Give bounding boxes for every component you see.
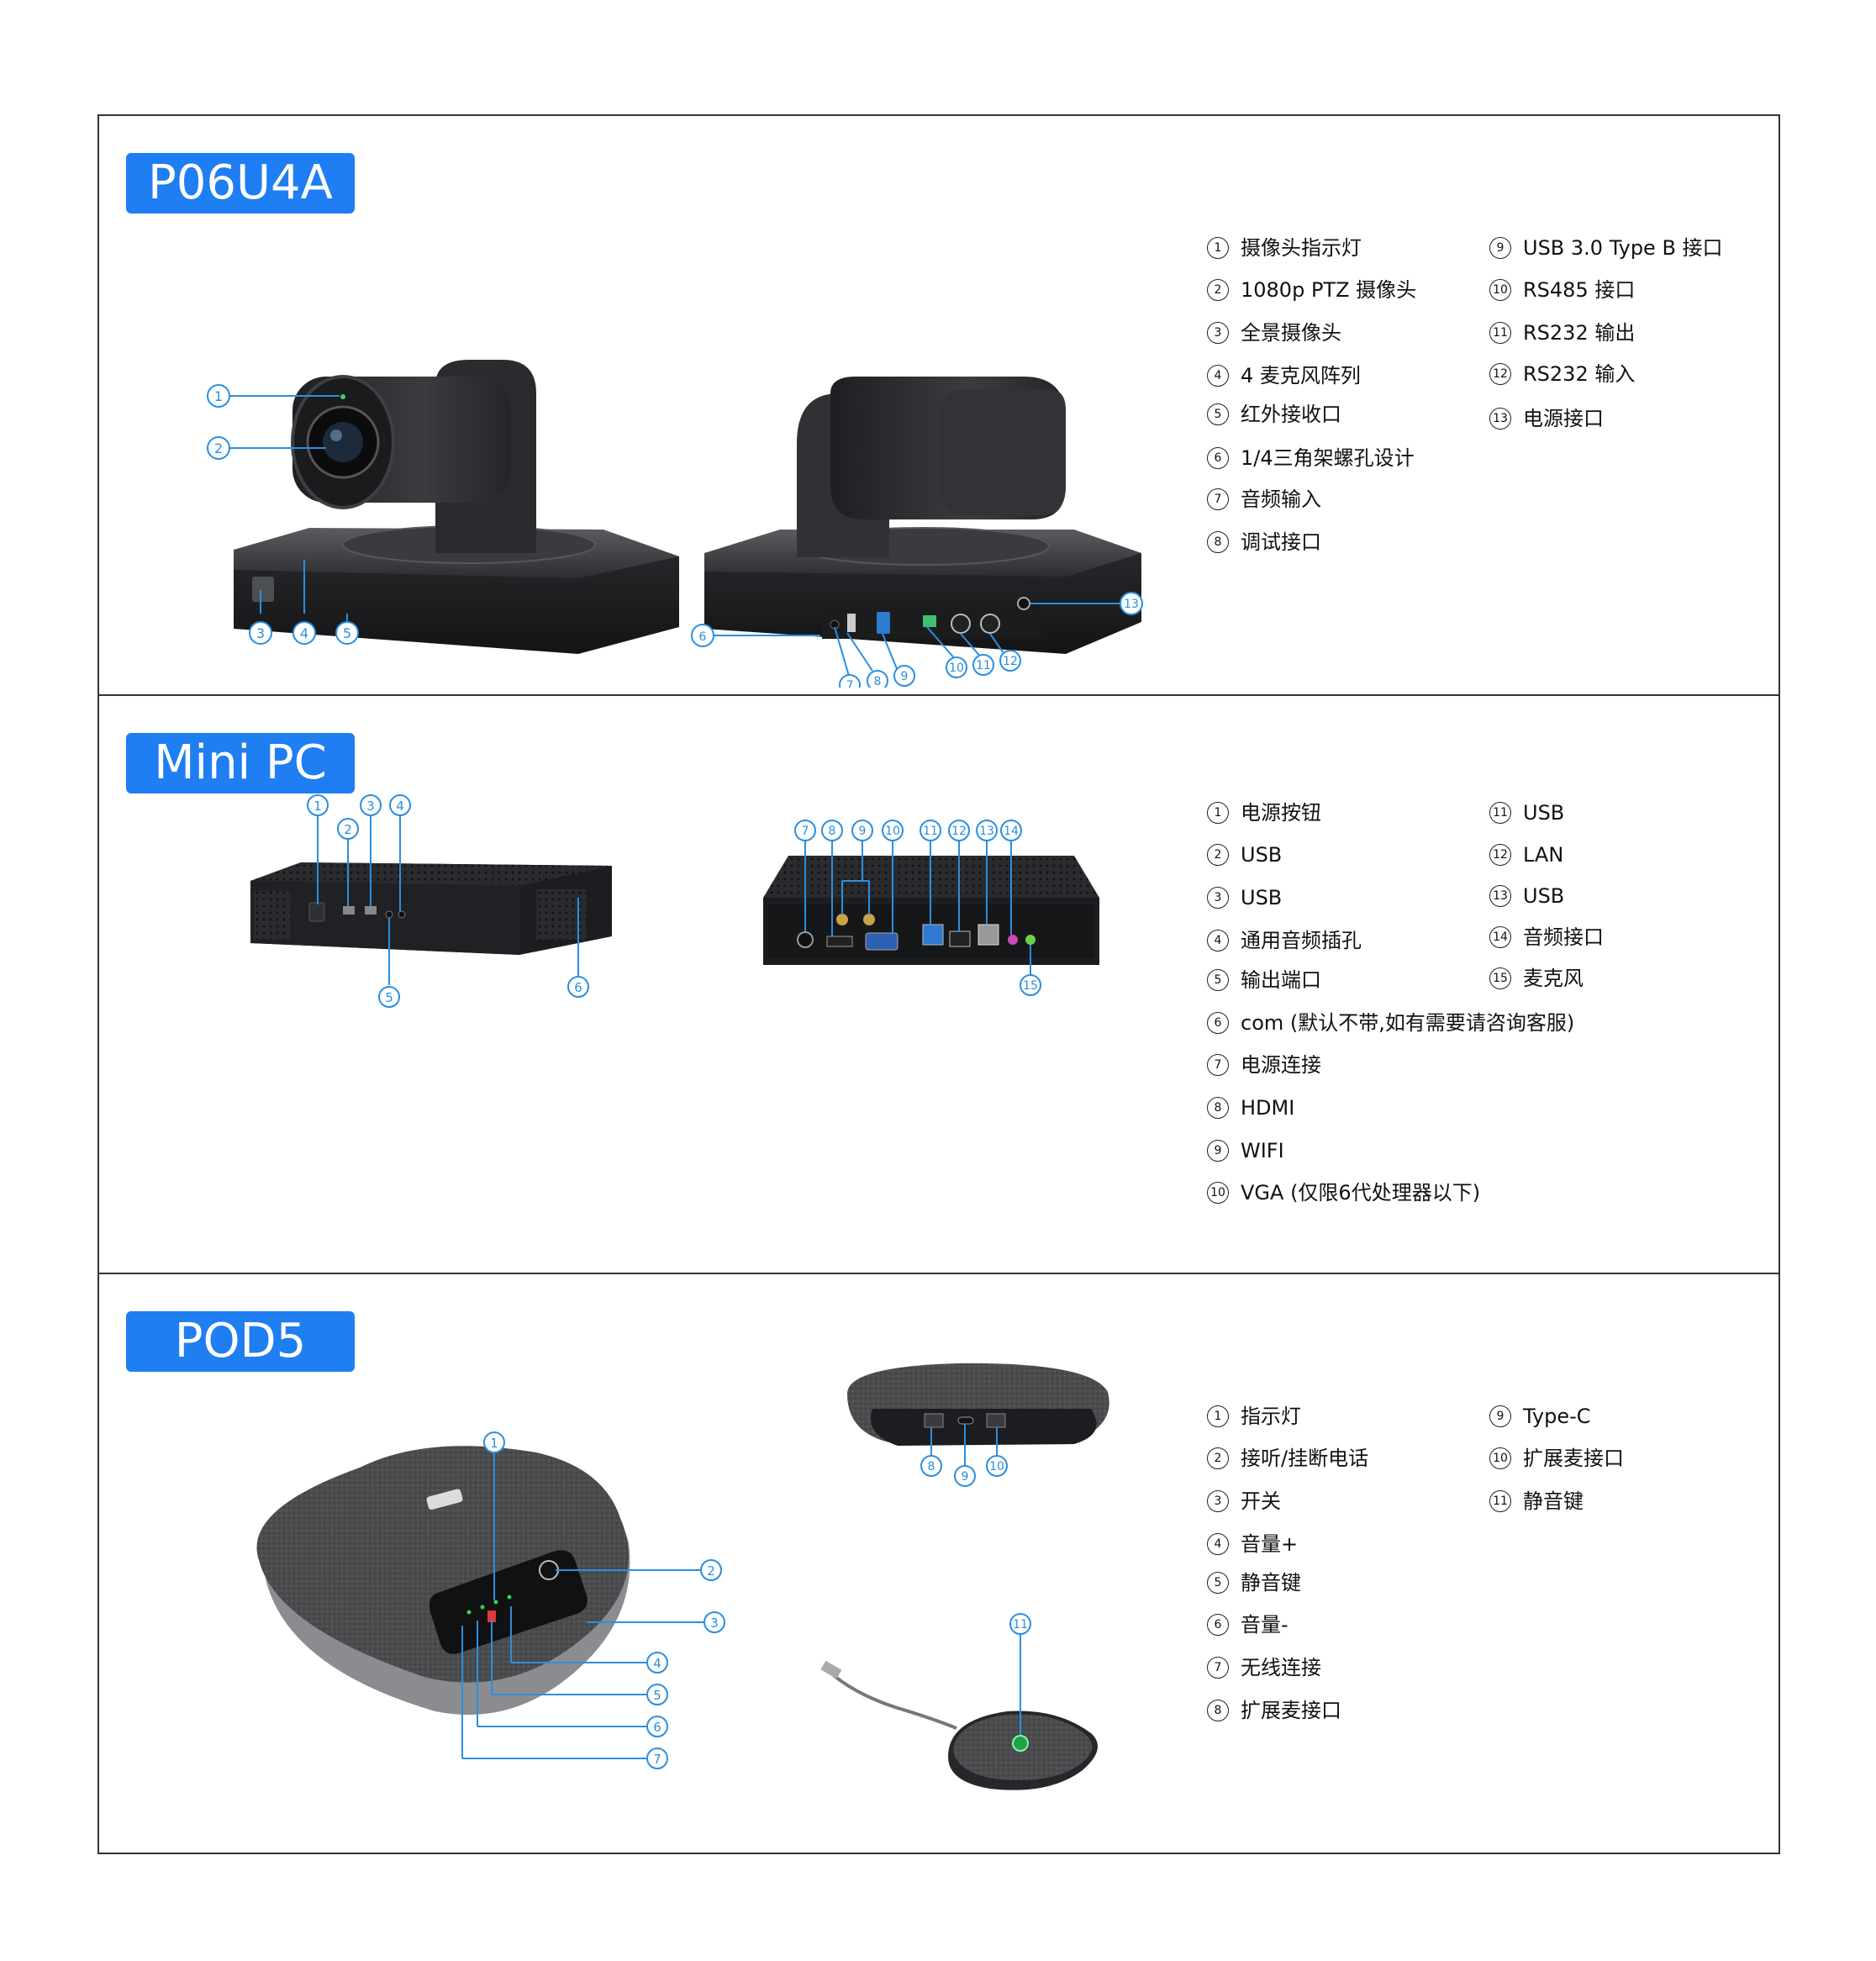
svg-text:14: 14 [1004, 825, 1019, 838]
section-title: Mini PC [126, 733, 355, 793]
svg-text:2: 2 [707, 1563, 715, 1579]
svg-text:1: 1 [314, 799, 322, 814]
svg-text:4: 4 [396, 799, 404, 814]
section-title: POD5 [126, 1311, 355, 1372]
expansion-mic-image: 11 [805, 1577, 1192, 1821]
svg-text:8: 8 [829, 825, 836, 838]
svg-text:5: 5 [343, 625, 351, 641]
svg-text:7: 7 [802, 825, 809, 838]
camera-front-image: 1 2 3 4 5 [183, 234, 688, 688]
section-pod5: POD5 [99, 1273, 1779, 1854]
svg-text:11: 11 [976, 659, 991, 672]
svg-text:7: 7 [846, 679, 854, 688]
camera-back-image: 6 7 8 9 10 11 12 13 [671, 234, 1225, 688]
svg-text:4: 4 [653, 1656, 661, 1671]
svg-text:11: 11 [1013, 1618, 1028, 1632]
svg-text:1: 1 [490, 1436, 498, 1451]
svg-text:3: 3 [366, 799, 375, 814]
section-title: P06U4A [126, 153, 355, 213]
svg-text:10: 10 [989, 1460, 1004, 1473]
svg-text:4: 4 [300, 625, 308, 641]
svg-text:3: 3 [256, 625, 265, 641]
section-p06u4a: P06U4A [99, 116, 1779, 694]
svg-text:10: 10 [885, 825, 900, 838]
minipc-back-image: 7 8 9 10 11 12 13 14 15 [721, 788, 1225, 1057]
svg-text:13: 13 [979, 825, 994, 838]
svg-text:15: 15 [1023, 979, 1038, 993]
svg-text:8: 8 [874, 675, 882, 688]
svg-text:12: 12 [1003, 655, 1018, 668]
svg-text:8: 8 [928, 1460, 935, 1473]
svg-text:5: 5 [385, 990, 393, 1005]
svg-text:9: 9 [962, 1470, 969, 1484]
svg-text:6: 6 [699, 630, 707, 644]
svg-text:2: 2 [214, 440, 223, 456]
callout-1: 1 [214, 388, 223, 404]
pod5-side-image: 8 9 10 [738, 1342, 1259, 1812]
pod5-top-image: 1 2 3 4 5 6 7 [217, 1375, 772, 1812]
svg-text:9: 9 [901, 670, 909, 683]
svg-text:12: 12 [951, 825, 967, 838]
svg-text:6: 6 [653, 1720, 661, 1735]
svg-text:2: 2 [344, 822, 352, 837]
svg-text:11: 11 [923, 825, 938, 838]
spec-sheet-frame: P06U4A [97, 114, 1780, 1854]
svg-text:6: 6 [574, 980, 582, 995]
svg-text:10: 10 [949, 662, 964, 675]
svg-text:13: 13 [1124, 598, 1139, 611]
svg-text:7: 7 [653, 1752, 661, 1767]
svg-text:3: 3 [710, 1616, 719, 1631]
section-mini-pc: Mini PC [99, 694, 1779, 1273]
svg-text:9: 9 [859, 825, 867, 838]
svg-text:5: 5 [653, 1688, 661, 1703]
